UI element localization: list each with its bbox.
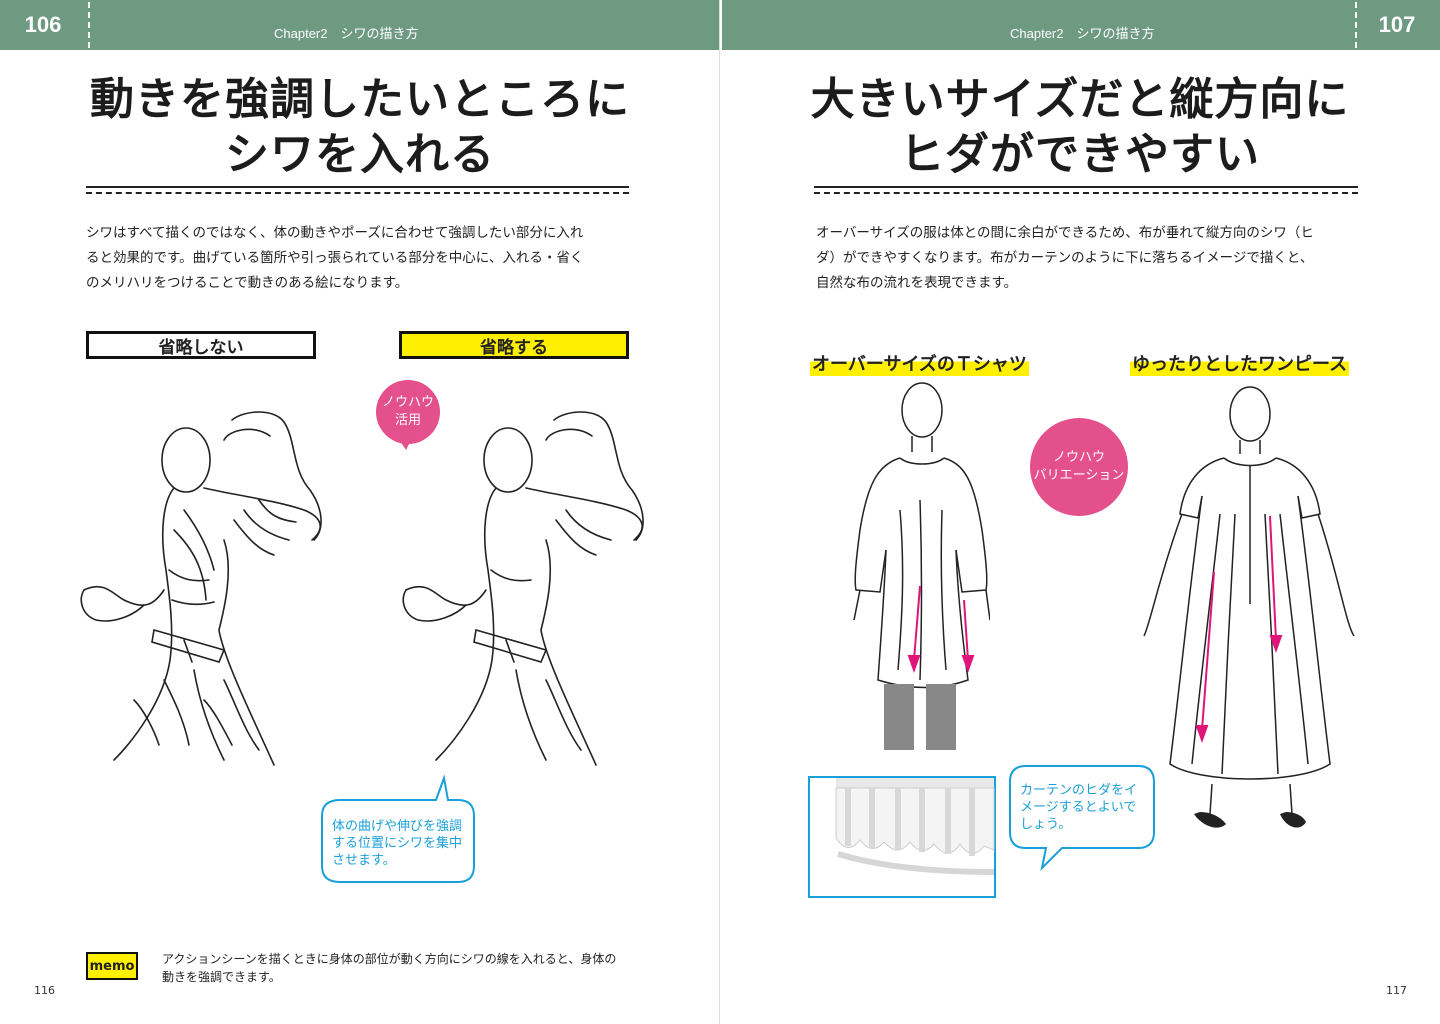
right-page: Chapter2 シワの描き方 107 大きいサイズだと縦方向に ヒダができやす… (720, 0, 1440, 1024)
left-page: 106 Chapter2 シワの描き方 動きを強調したいところに シワを入れる … (0, 0, 721, 997)
body-text: オーバーサイズの服は体との間に余白ができるため、布が垂れて縦方向のシワ（ヒ ダ）… (816, 221, 1314, 296)
figure-oversized-tshirt (853, 382, 990, 750)
bubble-text: 体の曲げや伸びを強調 する位置にシワを集中 させます。 (332, 818, 462, 869)
header-divider (1355, 2, 1357, 48)
bubble-line: カーテンのヒダをイ (1020, 783, 1138, 798)
memo-tag: memo (86, 952, 138, 980)
title-rule (814, 186, 1358, 188)
badge-line: ノウハウ (381, 395, 434, 410)
folio: 117 (1386, 984, 1407, 997)
title-rule-dashed (814, 192, 1358, 194)
page-number: 106 (24, 12, 62, 37)
chapter-label: Chapter2 シワの描き方 (1010, 26, 1155, 41)
page-title-line2: シワを入れる (225, 129, 495, 180)
body-line: ダ）ができやすくなります。布がカーテンのように下に落ちるイメージで描くと、 (816, 250, 1314, 266)
label-tshirt: オーバーサイズのＴシャツ (810, 350, 1029, 376)
speech-bubble-icon (1009, 765, 1155, 872)
body-text: シワはすべて描くのではなく、体の動きやポーズに合わせて強調したい部分に入れ ると… (86, 221, 583, 296)
body-line: オーバーサイズの服は体との間に余白ができるため、布が垂れて縦方向のシワ（ヒ (816, 225, 1314, 241)
body-line: のメリハリをつけることで動きのある絵になります。 (86, 275, 409, 291)
curtain-illustration (808, 776, 996, 898)
title-rule (86, 186, 629, 188)
memo-line: 動きを強調できます。 (162, 970, 281, 984)
figure-loose-dress (1143, 386, 1355, 828)
label-dress: ゆったりとしたワンピース (1130, 350, 1350, 376)
header-bar: 106 Chapter2 シワの描き方 (0, 0, 721, 50)
label-no-omit: 省略しない (86, 331, 316, 359)
badge-line: バリエーション (1033, 468, 1125, 483)
arrow-down-icon (907, 585, 975, 673)
badge-line: ノウハウ (1052, 450, 1105, 465)
page-title-line2: ヒダができやすい (900, 129, 1260, 180)
knowhow-badge: ノウハウ活用 (376, 380, 440, 444)
page-number: 107 (1378, 12, 1416, 37)
label-omit: 省略する (399, 331, 629, 359)
bubble-text: カーテンのヒダをイ メージするとよいで しょう。 (1020, 782, 1137, 833)
header-divider (88, 2, 90, 48)
header-bar: Chapter2 シワの描き方 107 (722, 0, 1440, 50)
chapter-label: Chapter2 シワの描き方 (274, 26, 419, 41)
memo-text: アクションシーンを描くときに身体の部位が動く方向にシワの線を入れると、身体の 動… (162, 950, 616, 986)
bubble-line: する位置にシワを集中 (332, 836, 463, 851)
folio: 116 (34, 984, 55, 997)
bubble-line: 体の曲げや伸びを強調 (332, 819, 463, 834)
bubble-line: メージするとよいで (1020, 800, 1137, 815)
body-line: 自然な布の流れを表現できます。 (816, 275, 1018, 291)
badge-line: 活用 (394, 413, 421, 428)
arrow-down-icon (1195, 515, 1283, 743)
memo-line: アクションシーンを描くときに身体の部位が動く方向にシワの線を入れると、身体の (162, 952, 617, 966)
body-line: シワはすべて描くのではなく、体の動きやポーズに合わせて強調したい部分に入れ (86, 225, 584, 241)
title-rule-dashed (86, 192, 629, 194)
badge-tail (398, 438, 412, 450)
speech-bubble-icon (321, 774, 475, 883)
page-title-line1: 動きを強調したいところに (90, 74, 630, 125)
figure-man-no-omit (80, 411, 322, 766)
bubble-line: しょう。 (1020, 817, 1072, 832)
page-title-line1: 大きいサイズだと縦方向に (810, 74, 1350, 125)
body-line: ると効果的です。曲げている箇所や引っ張られている部分を中心に、入れる・省く (86, 250, 584, 266)
bubble-line: させます。 (332, 853, 396, 868)
figure-man-omit (402, 411, 644, 766)
knowhow-badge: ノウハウバリエーション (1030, 418, 1128, 516)
